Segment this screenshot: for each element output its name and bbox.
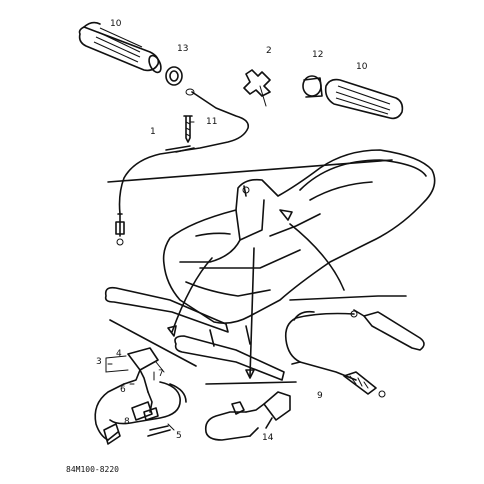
divider-lower-mid [205,381,297,385]
kill-switch-assembly [94,347,187,445]
left-grip [78,21,162,74]
callout-12: 12 [312,50,324,60]
callout-5: 5 [176,431,182,441]
divider-lower-left [109,319,197,367]
throttle-cable [115,88,250,246]
callout-7: 7 [158,369,164,379]
drawing-code: 84M100-8220 [66,465,119,474]
callout-4: 4 [116,349,122,359]
divider-right [289,295,407,301]
callout-10-right: 10 [356,62,368,72]
right-grip [302,75,404,120]
leader-lines [167,185,345,379]
callout-11: 11 [206,117,218,127]
snowmobile-body [104,149,436,381]
callout-13: 13 [177,44,189,54]
callout-2: 2 [266,46,272,56]
callout-10-left: 10 [110,19,122,29]
callout-6: 6 [120,385,126,395]
cable-clip [243,69,271,97]
callout-1: 1 [150,127,156,137]
callout-3: 3 [96,357,102,367]
callout-8: 8 [124,417,130,427]
callout-14: 14 [262,433,274,443]
brake-lever-cable [284,309,425,398]
callout-9: 9 [317,391,323,401]
callout-leaders [107,85,267,431]
collar-ring [165,66,183,86]
stop-switch-cable [204,391,291,441]
